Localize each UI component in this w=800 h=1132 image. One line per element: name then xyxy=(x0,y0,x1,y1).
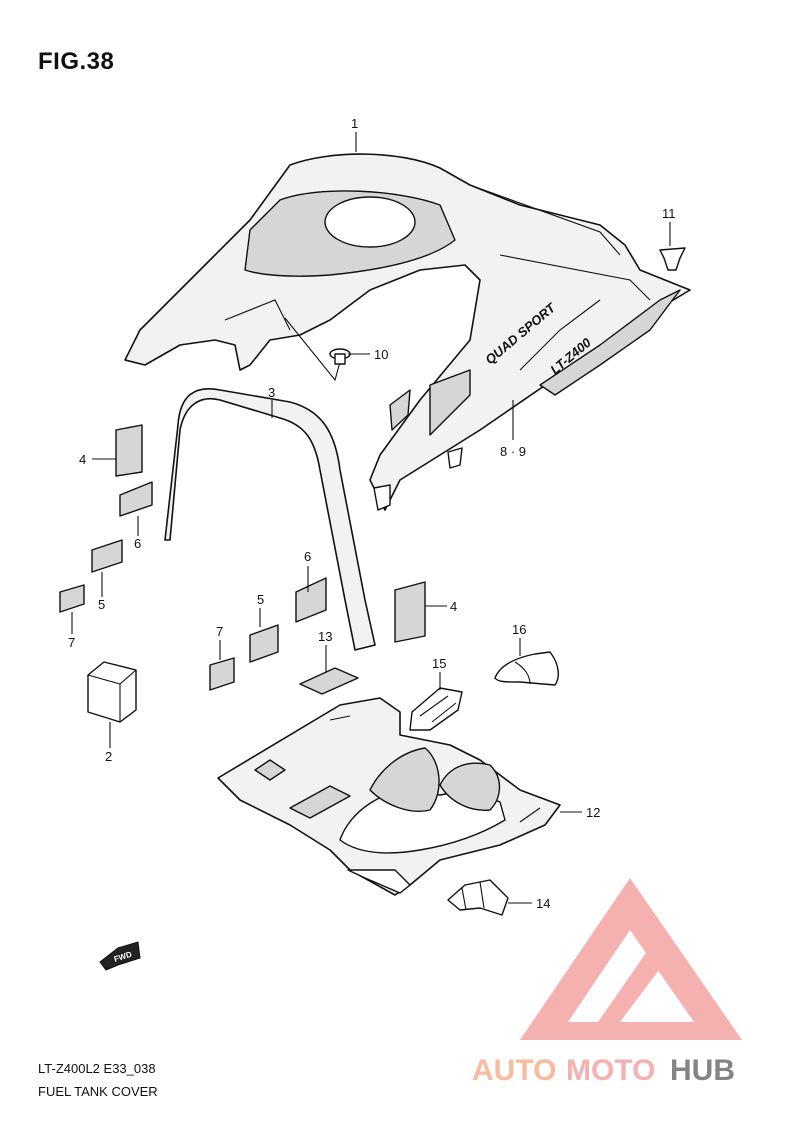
figure-title: FIG.38 xyxy=(38,48,115,75)
callout-7-left: 7 xyxy=(68,635,75,650)
callout-4-left: 4 xyxy=(79,452,86,467)
part-5-pad-right xyxy=(249,624,279,663)
callout-15: 15 xyxy=(432,656,446,671)
callout-8-9: 8 · 9 xyxy=(500,444,526,459)
part-1-fuel-tank-cover: QUAD SPORT LT-Z400 xyxy=(124,153,691,511)
callout-3: 3 xyxy=(268,385,275,400)
watermark-auto: AUTO xyxy=(472,1054,556,1087)
callout-1: 1 xyxy=(351,116,358,131)
part-2-block xyxy=(87,661,137,723)
leader-lines xyxy=(71,132,671,904)
part-4-pad-right xyxy=(394,581,426,643)
footer-caption: FUEL TANK COVER xyxy=(38,1084,158,1099)
callout-13: 13 xyxy=(318,629,332,644)
callout-12: 12 xyxy=(586,805,600,820)
watermark-moto: MOTO xyxy=(566,1054,655,1087)
callout-6-right: 6 xyxy=(304,549,311,564)
part-7-pad-left xyxy=(59,584,85,613)
part-11-push-rivet xyxy=(659,247,686,271)
callout-11: 11 xyxy=(662,206,676,221)
part-14-clamp xyxy=(447,879,509,916)
callout-4-right: 4 xyxy=(450,599,457,614)
watermark-hub: HUB xyxy=(670,1054,735,1087)
part-4-pad-left xyxy=(115,424,143,477)
callout-5-left: 5 xyxy=(98,597,105,612)
watermark-logo: AUTO MOTO HUB xyxy=(472,878,742,1087)
callout-6-left: 6 xyxy=(134,536,141,551)
part-3-trim-strip xyxy=(164,388,376,651)
callout-labels: 1 10 11 4 6 5 7 2 3 6 5 7 13 4 15 16 8 ·… xyxy=(68,116,676,911)
callout-10: 10 xyxy=(374,347,388,362)
part-13-pad xyxy=(299,667,359,695)
fwd-arrow-icon: FWD xyxy=(99,941,141,971)
footer-code: LT-Z400L2 E33_038 xyxy=(38,1061,156,1076)
part-6-pad-left xyxy=(119,481,153,517)
part-7-pad-right xyxy=(209,657,235,691)
part-5-pad-left xyxy=(91,539,123,573)
part-12-under-cover xyxy=(217,697,561,896)
part-10-clip xyxy=(329,348,351,365)
callout-14: 14 xyxy=(536,896,550,911)
callout-5-right: 5 xyxy=(257,592,264,607)
part-15-bracket xyxy=(409,687,463,731)
callout-7-right: 7 xyxy=(216,624,223,639)
part-16-cushion xyxy=(494,651,559,686)
part-6-pad-right xyxy=(295,577,327,623)
callout-16: 16 xyxy=(512,622,526,637)
callout-2: 2 xyxy=(105,749,112,764)
